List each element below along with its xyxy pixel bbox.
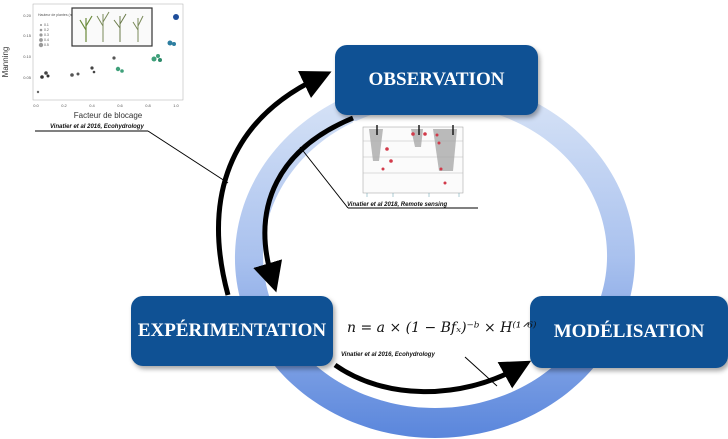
arrow-experimentation-to-observation: [216, 70, 332, 296]
legend-item: 0.5: [44, 43, 49, 47]
leader-line-remote: [299, 146, 349, 209]
modelisation-box: MODÉLISATION: [530, 296, 728, 368]
manning-legend: Hauteur de plantes (m) 0.1 0.2 0.3 0.4 0…: [38, 13, 74, 48]
manning-points: [36, 14, 179, 94]
citation-formula: Vinatier et al 2016, Ecohydrology: [341, 352, 435, 358]
legend-item: 0.1: [44, 23, 49, 27]
manning-yticks: 0.20 0.15 0.10 0.05: [23, 13, 32, 80]
ytick-label: 0.15: [23, 33, 32, 38]
ytick-label: 0.10: [23, 54, 32, 59]
xtick-label: 0.0: [33, 103, 39, 108]
remote-sensing-plot: [362, 125, 464, 197]
legend-title: Hauteur de plantes (m): [38, 13, 74, 17]
observation-box: OBSERVATION: [335, 45, 538, 115]
arrow-observation-to-experimentation: [253, 115, 354, 293]
xtick-label: 0.4: [89, 103, 95, 108]
arrow-experimentation-to-modelisation: [333, 360, 532, 395]
manning-plot: Manning Facteur de blocage 0.0 0.2 0.4 0…: [1, 3, 184, 120]
experimentation-box: EXPÉRIMENTATION: [131, 296, 333, 366]
legend-item: 0.3: [44, 33, 49, 37]
plant-inset: [71, 7, 153, 47]
manning-xlabel: Facteur de blocage: [74, 111, 143, 120]
legend-item: 0.2: [44, 28, 49, 32]
manning-xticks: 0.0 0.2 0.4 0.6 0.8 1.0: [33, 103, 179, 108]
citation-manning: Vinatier et al 2016, Ecohydrology: [50, 124, 144, 130]
ytick-label: 0.20: [23, 13, 32, 18]
xtick-label: 0.2: [61, 103, 67, 108]
manning-plot-thumbnail: Manning Facteur de blocage 0.0 0.2 0.4 0…: [0, 0, 186, 122]
xtick-label: 1.0: [173, 103, 179, 108]
legend-item: 0.4: [44, 38, 49, 42]
remote-sensing-plot-thumbnail: [353, 121, 465, 203]
manning-ylabel: Manning: [1, 47, 10, 78]
leader-line-formula: [464, 356, 498, 387]
citation-remote-sensing: Vinatier et al 2018, Remote sensing: [347, 202, 448, 208]
xtick-label: 0.8: [145, 103, 151, 108]
leader-line-manning: [147, 130, 229, 184]
xtick-label: 0.6: [117, 103, 123, 108]
ytick-label: 0.05: [23, 75, 32, 80]
manning-formula: n = a × (1 − Bfₓ)⁻ᵇ × H⁽¹ᐟ⁶⁾: [347, 320, 537, 336]
